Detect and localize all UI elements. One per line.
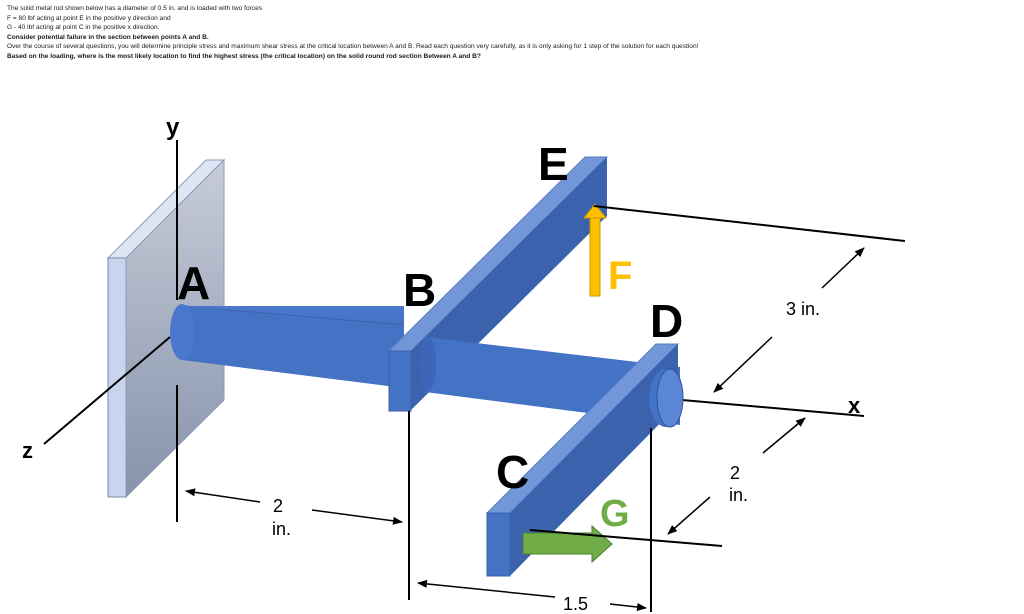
z-axis-line	[43, 336, 171, 445]
dim-ab-value: 2	[273, 496, 283, 516]
rod-ab-shape	[182, 305, 404, 388]
dim-cd-value: 2	[730, 463, 740, 483]
point-labels: A B C D E	[177, 138, 683, 498]
bar-cd-side	[510, 344, 678, 576]
dim-ed-arrow-down	[713, 336, 773, 393]
axes: y z x	[22, 114, 865, 522]
dim-ab-arrow-left	[185, 488, 261, 503]
problem-line: Consider potential failure in the sectio…	[7, 33, 209, 41]
dim-ed-arrow-up	[821, 247, 865, 289]
rod-bd-end-face	[656, 368, 684, 428]
rod-bd-start	[420, 336, 436, 392]
force-f-arrow-shaft	[589, 215, 601, 297]
bar-eb-front	[388, 350, 412, 412]
dim-cd-arrow-up	[762, 417, 806, 454]
rod-ab-end	[170, 304, 194, 360]
rod-ab	[170, 304, 405, 388]
problem-line: Over the course of several questions, yo…	[7, 43, 699, 51]
problem-statement: The solid metal rod shown below has a di…	[7, 4, 1017, 62]
dimension-lines	[185, 205, 906, 612]
bar-cd-front	[486, 512, 511, 577]
point-b-label: B	[403, 264, 436, 316]
rod-ab-top-edge	[181, 305, 405, 326]
problem-line: F = 80 lbf acting at point E in the posi…	[7, 14, 171, 22]
problem-line: The solid metal rod shown below has a di…	[7, 5, 263, 12]
force-g-label: G	[600, 493, 630, 535]
dim-ab-arrow-right	[311, 509, 403, 525]
point-a-label: A	[177, 257, 210, 309]
dim-ab-unit: in.	[272, 519, 291, 539]
force-f-label: F	[608, 254, 632, 298]
problem-line: Based on the loading, where is the most …	[7, 52, 481, 60]
dim-bd-value: 1.5	[563, 594, 588, 614]
dim-bd-arrow-left	[417, 579, 556, 598]
force-f-arrow-head	[582, 203, 608, 219]
point-c-label: C	[496, 446, 529, 498]
dim-cd-unit: in.	[729, 485, 748, 505]
extension-line-c	[529, 529, 723, 547]
dim-bd-arrow-right	[609, 603, 647, 611]
dim-ed-value: 3 in.	[786, 299, 820, 319]
dim-cd-arrow-down	[667, 496, 711, 535]
point-e-label: E	[538, 138, 569, 190]
point-d-label: D	[650, 295, 683, 347]
x-axis-label: x	[848, 393, 861, 418]
problem-line: G - 40 lbf acting at point C in the posi…	[7, 24, 160, 32]
dimension-labels: 2 in. 1.5 2 in. 3 in.	[272, 299, 820, 614]
bar-cd	[485, 343, 684, 577]
force-f: F	[582, 203, 632, 298]
x-axis-line	[681, 399, 865, 417]
z-axis-label: z	[22, 438, 33, 463]
extension-line-e	[593, 205, 906, 242]
y-axis-label: y	[166, 114, 180, 141]
